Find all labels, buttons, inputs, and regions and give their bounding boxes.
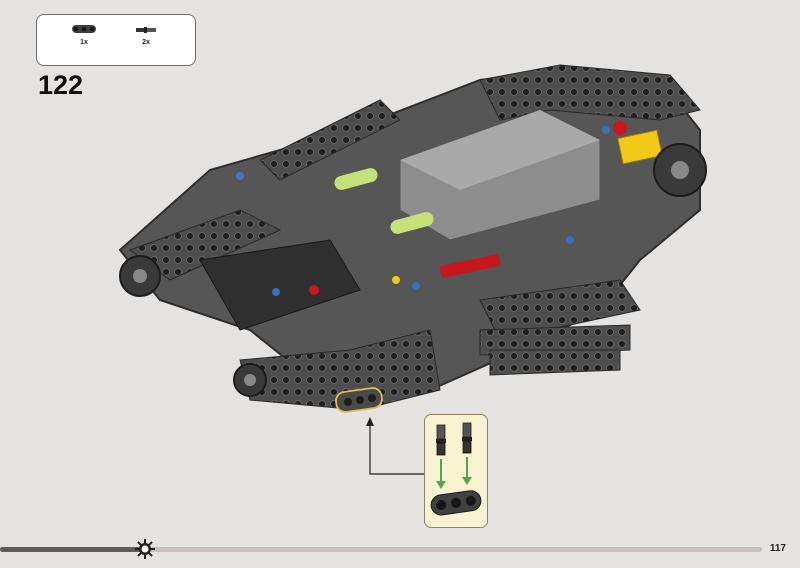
- pin-with-axle-icon: [136, 27, 156, 33]
- subassembly-callout: [424, 414, 488, 528]
- parts-list-box: 1x 2x: [36, 14, 196, 66]
- subassembly-beam-with-pins-icon: [430, 422, 482, 516]
- progress-bar-fill: [0, 547, 145, 552]
- parts-item-beam: 1x: [71, 23, 97, 46]
- gear-icon: [134, 539, 155, 559]
- beam-3-icon: [72, 25, 96, 33]
- parts-item-qty: 1x: [80, 39, 88, 46]
- model-illustration: [118, 64, 707, 413]
- parts-item-qty: 2x: [142, 39, 150, 46]
- step-number: 122: [38, 70, 84, 100]
- parts-item-pin: 2x: [135, 25, 157, 46]
- progress-bar: [0, 547, 762, 552]
- page-number: 117: [769, 543, 786, 554]
- callout-pointer-arrow: [366, 417, 424, 475]
